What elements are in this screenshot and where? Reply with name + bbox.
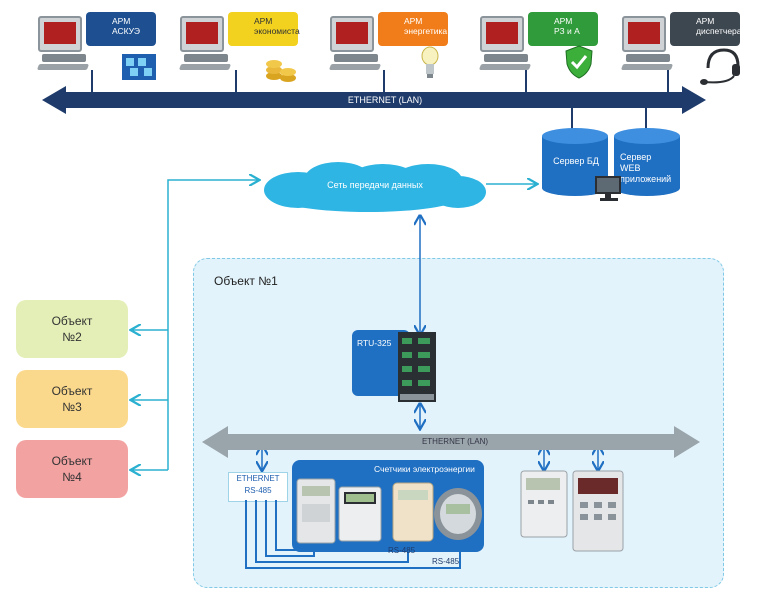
inner-bus-label: ETHERNET (LAN) (421, 437, 489, 446)
shield-check-icon (565, 45, 593, 79)
computer-icon (330, 16, 374, 52)
workstation-askue: АРМ АСКУЭ (36, 10, 156, 80)
inner-ethernet-bus (202, 426, 700, 458)
rs485-label-2: RS-485 (432, 557, 460, 566)
network-label: Сеть передачи данных (327, 180, 423, 190)
computer-icon (180, 16, 224, 52)
meter-4-icon (434, 488, 482, 540)
workstation-dispatcher: АРМ диспетчера (620, 10, 742, 85)
meters-group-label: Счетчики электроэнергии (374, 464, 475, 474)
object-2-line2: №2 (62, 330, 82, 344)
workstation-badge: АРМ РЗ и А (528, 12, 598, 46)
lightbulb-icon (421, 46, 439, 78)
workstation-label-line1: АРМ (404, 16, 423, 26)
computer-icon (622, 16, 666, 52)
meter-5-icon (520, 470, 568, 538)
network-grid-icon (122, 54, 156, 80)
top-bus-label: ETHERNET (LAN) (347, 95, 423, 105)
server-db-icon (542, 128, 608, 196)
workstation-label-line1: АРМ (696, 16, 715, 26)
converter-line1: ETHERNET (236, 474, 280, 483)
rtu-label: RTU-325 (357, 338, 392, 348)
rtu-device-icon (398, 332, 436, 402)
workstation-label-line2: энергетика (404, 26, 448, 36)
computer-icon (480, 16, 524, 52)
object-3-line1: Объект (51, 384, 93, 398)
workstation-label-line1: АРМ (112, 16, 131, 26)
rs485-label-1: RS-485 (388, 546, 416, 555)
object-2-line1: Объект (51, 314, 93, 328)
workstation-energy: АРМ энергетика (328, 10, 448, 80)
object1-title: Объект №1 (214, 274, 278, 288)
workstation-label-line2: РЗ и А (554, 26, 580, 36)
meter-1-icon (296, 478, 336, 544)
workstation-economist: АРМ экономиста (178, 10, 300, 82)
workstation-rza: АРМ РЗ и А (478, 10, 598, 80)
object-4-box: Объект №4 (16, 440, 128, 498)
server-web-line3: приложений (620, 174, 672, 184)
headset-icon (700, 48, 740, 85)
server-web-line2: WEB (620, 163, 641, 173)
workstation-badge: АРМ экономиста (228, 12, 300, 46)
object-4-line1: Объект (51, 454, 93, 468)
meter-6-icon (572, 470, 624, 552)
object-4-line2: №4 (62, 470, 82, 484)
coins-icon (266, 60, 296, 82)
server-monitor-icon (595, 176, 621, 201)
workstation-label-line2: диспетчера (696, 26, 742, 36)
object-3-box: Объект №3 (16, 370, 128, 428)
converter-box: ETHERNET RS-485 (228, 472, 288, 502)
meter-3-icon (392, 482, 434, 542)
workstation-label-line2: АСКУЭ (112, 26, 140, 36)
cloud-icon (264, 162, 486, 212)
server-web-label: Сервер WEB приложений (620, 152, 680, 185)
object-3-line2: №3 (62, 400, 82, 414)
server-db-label: Сервер БД (553, 156, 599, 166)
workstation-label-line1: АРМ (554, 16, 573, 26)
server-web-line1: Сервер (620, 152, 652, 162)
computer-icon (38, 16, 82, 52)
workstation-label-line2: экономиста (254, 26, 300, 36)
object-2-box: Объект №2 (16, 300, 128, 358)
workstation-badge: АРМ диспетчера (670, 12, 742, 46)
converter-line2: RS-485 (244, 486, 272, 495)
workstation-badge: АРМ энергетика (378, 12, 448, 46)
workstation-badge: АРМ АСКУЭ (86, 12, 156, 46)
server-web-icon (614, 128, 680, 196)
meter-2-icon (338, 486, 382, 542)
workstation-label-line1: АРМ (254, 16, 273, 26)
